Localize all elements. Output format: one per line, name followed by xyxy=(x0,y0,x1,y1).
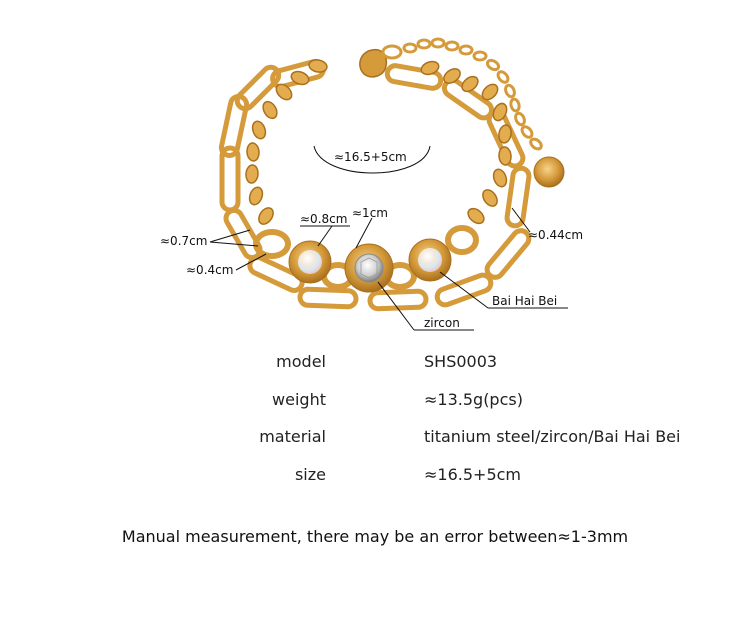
bai-hai-bei-label: Bai Hai Bei xyxy=(492,294,558,308)
spec-value-model: SHS0003 xyxy=(424,352,498,371)
shell-disc-label: ≈0.8cm xyxy=(300,212,348,226)
spec-label-weight: weight xyxy=(272,390,326,409)
zircon-disc-label: ≈1cm xyxy=(352,206,388,220)
bracelet-diagram xyxy=(209,37,568,331)
spec-value-weight: ≈13.5g(pcs) xyxy=(424,390,523,409)
side-chain-label: ≈0.44cm xyxy=(528,228,584,242)
spec-label-material: material xyxy=(259,427,326,446)
curb-chain xyxy=(245,59,512,225)
spec-label-model: model xyxy=(276,352,326,371)
tag-charm xyxy=(533,156,565,188)
spec-value-size: ≈16.5+5cm xyxy=(424,465,521,484)
spec-value-material: titanium steel/zircon/Bai Hai Bei xyxy=(424,427,681,446)
thin-chain-label: ≈0.7cm xyxy=(160,234,208,248)
measurement-note: Manual measurement, there may be an erro… xyxy=(121,527,629,546)
bai-hai-bei-disc-right xyxy=(408,238,452,282)
link-label: ≈0.4cm xyxy=(186,263,234,277)
size-arc xyxy=(313,145,431,174)
extension-chain xyxy=(402,37,543,151)
zircon-disc xyxy=(344,243,394,293)
arc-size-label: ≈16.5+5cm xyxy=(334,150,407,164)
lobster-clasp xyxy=(359,44,403,78)
zircon-label: zircon xyxy=(424,316,460,330)
bai-hai-bei-disc-left xyxy=(288,240,332,284)
leader-lines xyxy=(209,207,568,331)
paperclip-chain xyxy=(218,58,532,312)
spec-label-size: size xyxy=(294,465,326,484)
